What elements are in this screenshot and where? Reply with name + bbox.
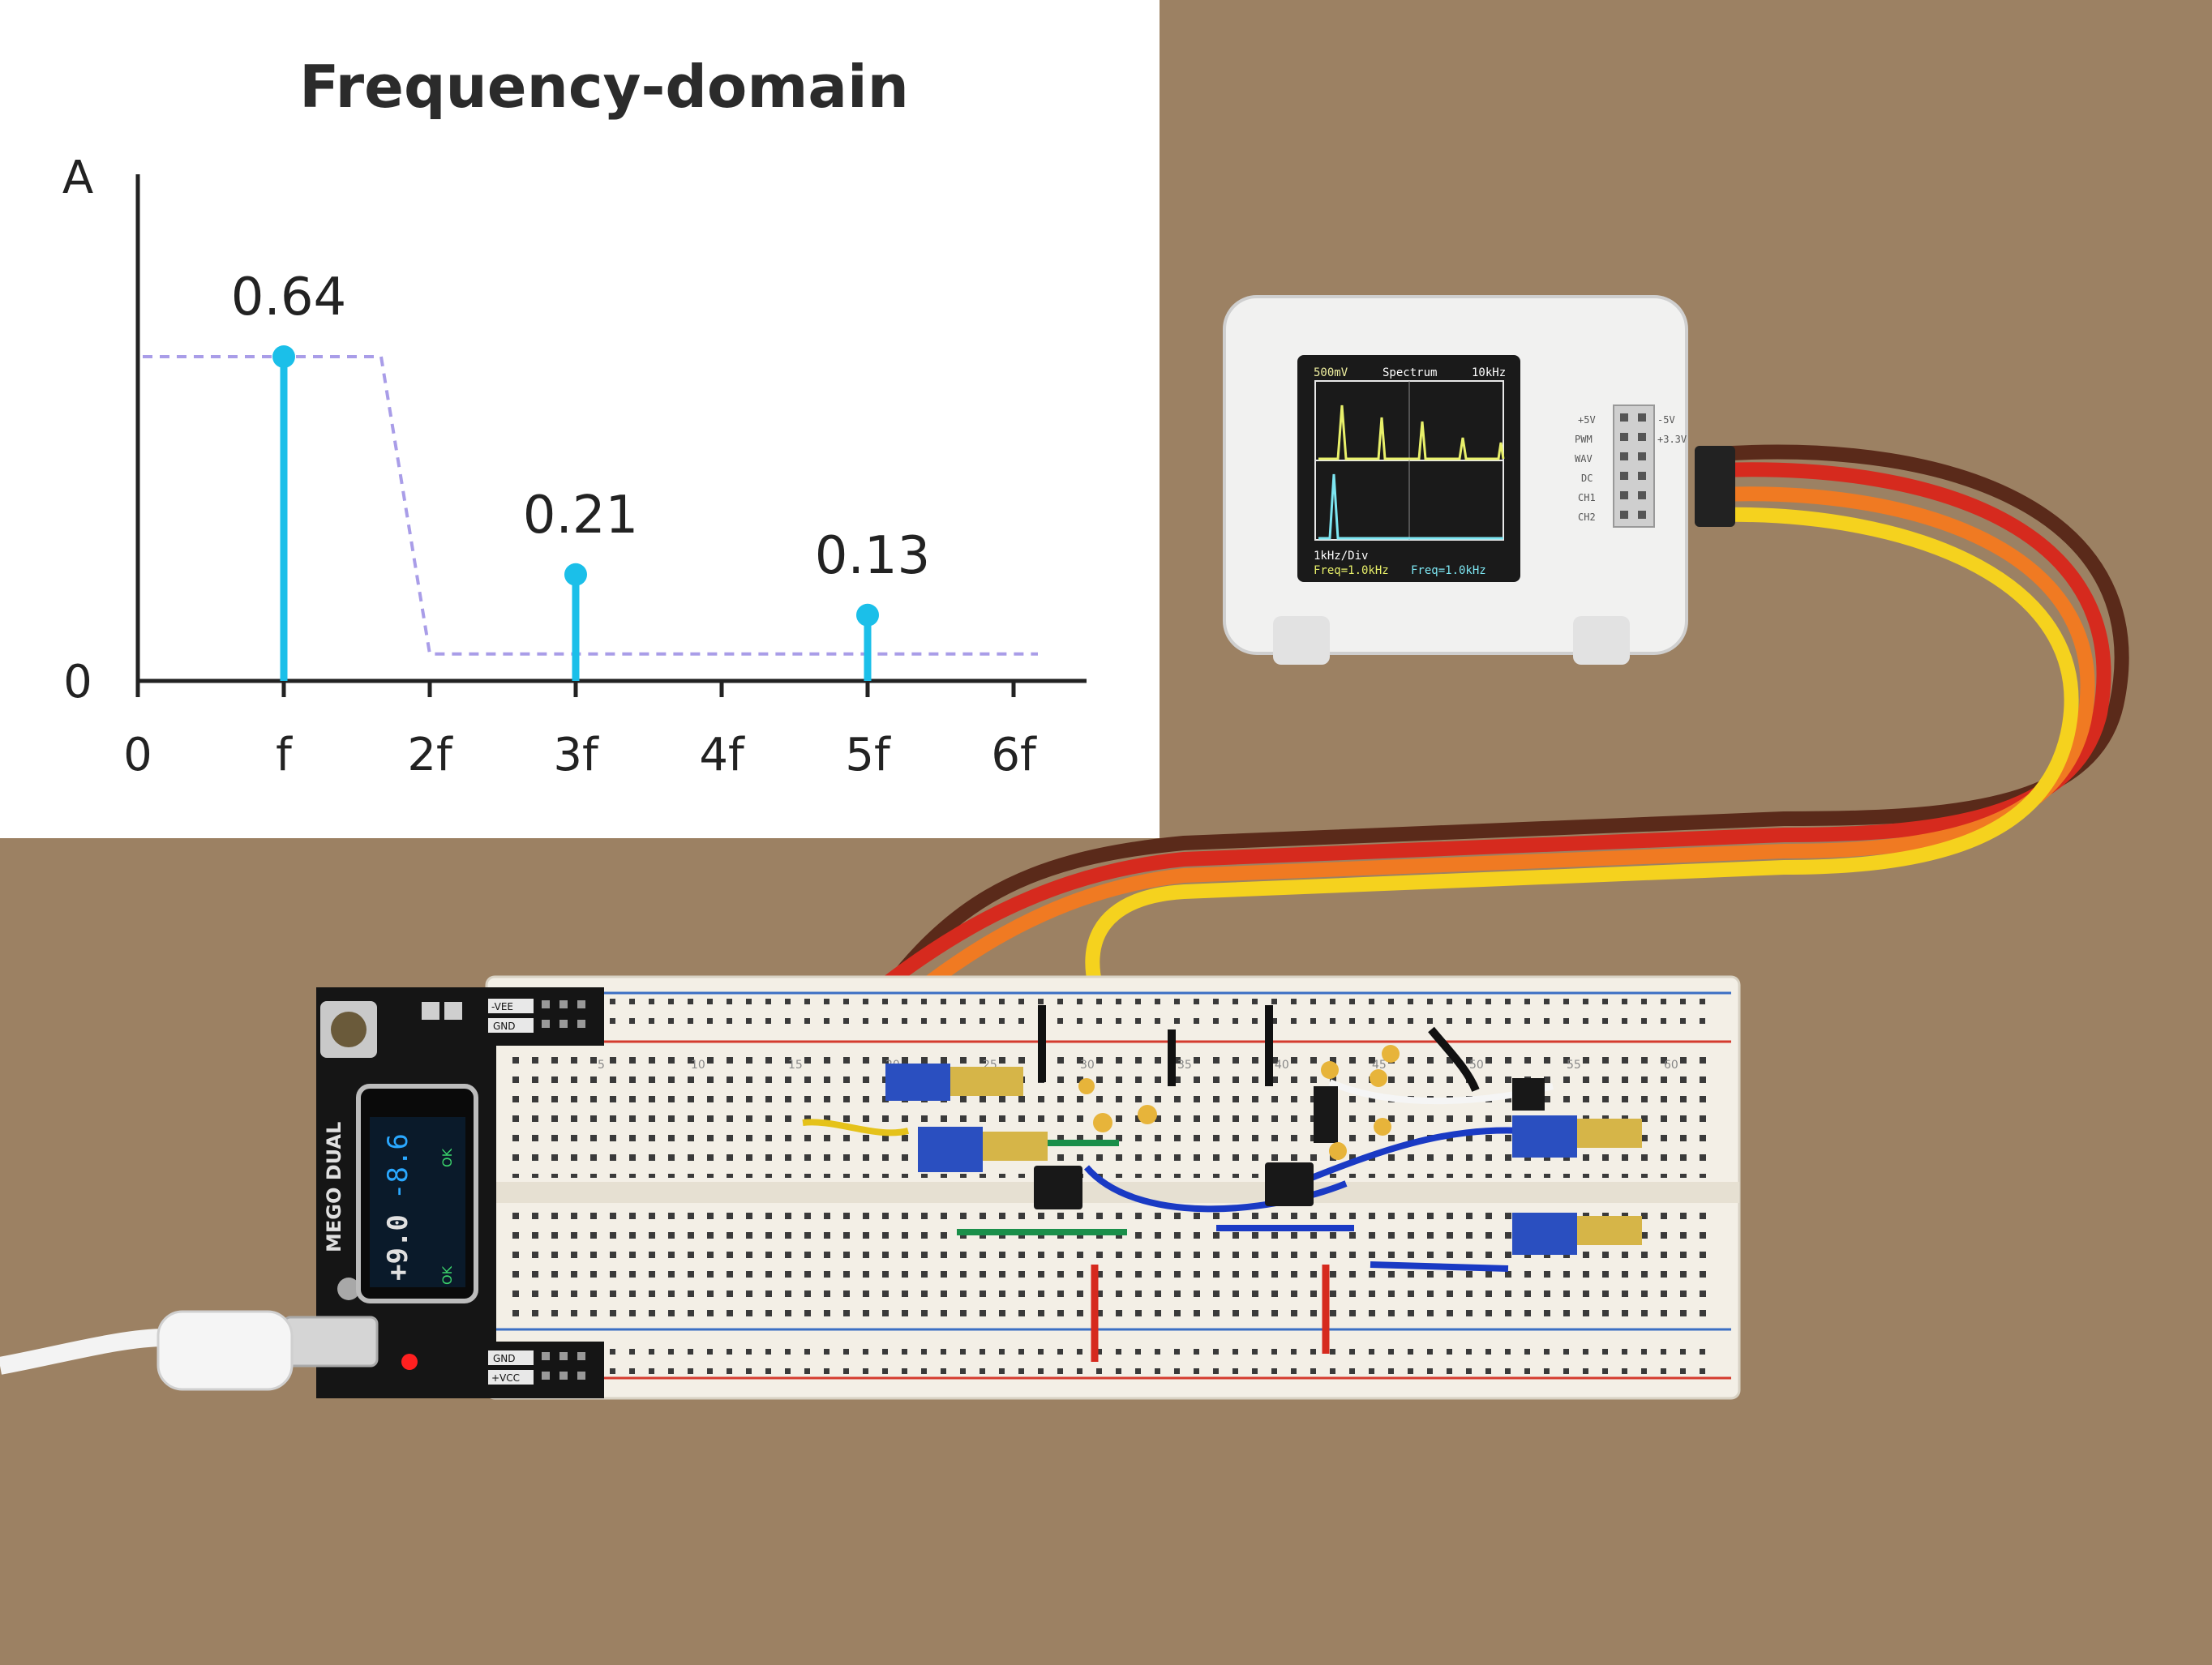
svg-text:45: 45 (1372, 1059, 1387, 1072)
data-label-5f: 0.13 (815, 526, 931, 586)
y-axis-label: A (62, 152, 93, 204)
psu-tag-gnd-top: GND (493, 1021, 516, 1032)
stem-marker-3f (564, 563, 587, 586)
svg-text:30: 30 (1080, 1059, 1095, 1072)
scope-header-right: 10kHz (1472, 366, 1506, 379)
frequency-domain-chart-panel: Frequency-domain A 0 f 2f 3f 4f 5f 6f 0 0.64 0.21… (0, 0, 1160, 838)
x-tick-label-4f: 4f (699, 729, 745, 781)
svg-text:40: 40 (1275, 1059, 1289, 1072)
psu-negative-voltage: -8.6 (382, 1133, 414, 1200)
data-label-3f: 0.21 (523, 486, 639, 546)
pin-label-wav: WAV (1575, 453, 1593, 464)
circuit-components (802, 1005, 1642, 1362)
svg-text:10: 10 (691, 1059, 705, 1072)
data-label-f: 0.64 (231, 268, 347, 327)
frequency-domain-chart: Frequency-domain A 0 f 2f 3f 4f 5f 6f 0 0.64 0.21… (62, 53, 1087, 781)
pin-label-3v3: +3.3V (1657, 434, 1687, 445)
stem-marker-f (272, 345, 295, 368)
pin-label-ch2: CH2 (1578, 511, 1596, 523)
psu-tag-gnd-bottom: GND (493, 1353, 516, 1364)
psu-ok-bottom: OK (439, 1265, 455, 1285)
svg-text:5: 5 (598, 1059, 605, 1072)
x-tick-label-f: f (276, 729, 293, 781)
scope-div-label: 1kHz/Div (1314, 550, 1368, 563)
breadboard-column-numbers: 5 10 15 20 25 30 35 40 45 50 55 60 (598, 1059, 1678, 1072)
svg-text:55: 55 (1567, 1059, 1581, 1072)
usb-cable (0, 1310, 294, 1391)
svg-text:60: 60 (1664, 1059, 1678, 1072)
psu-brand-label: MEGO DUAL (323, 1122, 345, 1252)
psu-ok-top: OK (439, 1148, 455, 1167)
pin-label-pwm: PWM (1575, 434, 1593, 445)
psu-tag-vcc: +VCC (491, 1372, 520, 1384)
x-tick-label-6f: 6f (991, 729, 1037, 781)
scope-header-mid: Spectrum (1382, 366, 1437, 379)
pin-label-5v: +5V (1578, 414, 1596, 426)
scope-freq-a: Freq=1.0kHz (1314, 564, 1389, 577)
svg-text:50: 50 (1469, 1059, 1484, 1072)
pin-label-neg5v: -5V (1657, 414, 1675, 426)
y-tick-label-0: 0 (63, 656, 92, 708)
scope-freq-b: Freq=1.0kHz (1411, 564, 1486, 577)
stem-marker-5f (856, 603, 879, 627)
psu-tag-vee: -VEE (491, 1001, 513, 1012)
scope-header-left: 500mV (1314, 366, 1348, 379)
x-tick-label-5f: 5f (845, 729, 891, 781)
spectral-envelope (143, 355, 1038, 656)
x-tick-label-3f: 3f (553, 729, 599, 781)
x-tick-label-2f: 2f (407, 729, 453, 781)
chart-title: Frequency-domain (299, 53, 909, 121)
svg-text:15: 15 (788, 1059, 803, 1072)
x-tick-label-0: 0 (123, 729, 152, 781)
pin-label-ch1: CH1 (1578, 492, 1596, 503)
ribbon-cable (787, 444, 2129, 1155)
psu-positive-voltage: +9.0 (382, 1214, 414, 1281)
power-supply-module: MEGO DUAL +9.0 -8.6 OK OK -VEE GND GND +… (282, 987, 604, 1398)
oscilloscope-device: 500mV Spectrum 10kHz 1kHz/Div Freq=1.0kH… (1223, 295, 1735, 665)
svg-text:35: 35 (1177, 1059, 1192, 1072)
pin-label-dc: DC (1581, 473, 1593, 484)
